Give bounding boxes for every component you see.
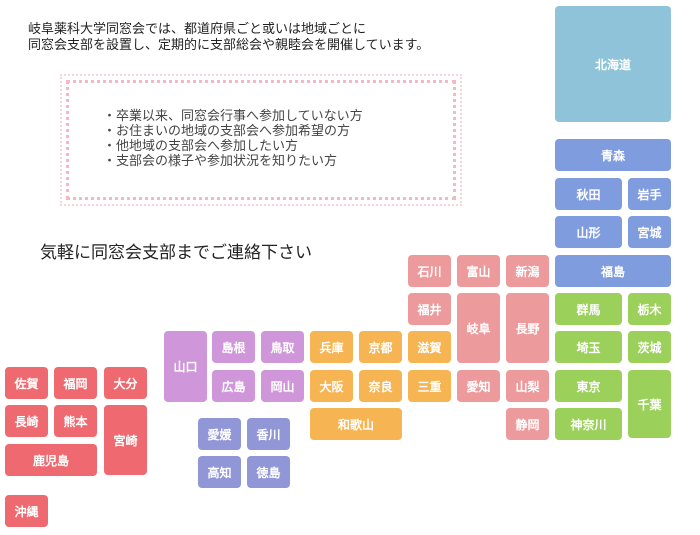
pref-ehime[interactable]: 愛媛 — [198, 418, 241, 450]
pref-miyagi[interactable]: 宮城 — [628, 216, 671, 248]
pref-miyazaki[interactable]: 宮崎 — [104, 405, 147, 475]
pref-kagawa[interactable]: 香川 — [247, 418, 290, 450]
intro-text: 岐阜薬科大学同窓会では、都道府県ごと或いは地域ごとに 同窓会支部を設置し、定期的… — [28, 22, 429, 54]
pref-hiroshima[interactable]: 広島 — [212, 370, 255, 402]
pref-yamanashi[interactable]: 山梨 — [506, 370, 549, 402]
pref-yamaguchi[interactable]: 山口 — [164, 331, 207, 402]
contact-callout: 気軽に同窓会支部までご連絡下さい — [40, 243, 312, 263]
notice-item: 他地域の支部会へ参加したい方 — [103, 139, 363, 154]
pref-akita[interactable]: 秋田 — [555, 178, 622, 210]
pref-kochi[interactable]: 高知 — [198, 456, 241, 488]
pref-saitama[interactable]: 埼玉 — [555, 331, 622, 363]
pref-fukui[interactable]: 福井 — [408, 293, 451, 325]
notice-list: 卒業以来、同窓会行事へ参加していない方 お住まいの地域の支部会へ参加希望の方 他… — [103, 109, 363, 169]
pref-okinawa[interactable]: 沖縄 — [5, 495, 48, 527]
pref-mie[interactable]: 三重 — [408, 370, 451, 402]
pref-tokushima[interactable]: 徳島 — [247, 456, 290, 488]
pref-fukuoka[interactable]: 福岡 — [54, 367, 97, 399]
pref-kumamoto[interactable]: 熊本 — [54, 405, 97, 437]
pref-aomori[interactable]: 青森 — [555, 139, 671, 171]
pref-iwate[interactable]: 岩手 — [628, 178, 671, 210]
pref-fukushima[interactable]: 福島 — [555, 255, 671, 287]
intro-line-1: 岐阜薬科大学同窓会では、都道府県ごと或いは地域ごとに — [28, 22, 367, 37]
notice-box: 卒業以来、同窓会行事へ参加していない方 お住まいの地域の支部会へ参加希望の方 他… — [60, 74, 462, 206]
pref-osaka[interactable]: 大阪 — [310, 370, 353, 402]
pref-ibaraki[interactable]: 茨城 — [628, 331, 671, 363]
pref-gunma[interactable]: 群馬 — [555, 293, 622, 325]
pref-chiba[interactable]: 千葉 — [628, 370, 671, 438]
notice-item: 支部会の様子や参加状況を知りたい方 — [103, 154, 363, 169]
pref-nagasaki[interactable]: 長崎 — [5, 405, 48, 437]
pref-oita[interactable]: 大分 — [104, 367, 147, 399]
intro-line-2: 同窓会支部を設置し、定期的に支部総会や親睦会を開催しています。 — [28, 38, 430, 53]
pref-ishikawa[interactable]: 石川 — [408, 255, 451, 287]
notice-item: 卒業以来、同窓会行事へ参加していない方 — [103, 109, 363, 124]
pref-okayama[interactable]: 岡山 — [261, 370, 304, 402]
pref-wakayama[interactable]: 和歌山 — [310, 408, 402, 440]
pref-gifu[interactable]: 岐阜 — [457, 293, 500, 363]
pref-hyogo[interactable]: 兵庫 — [310, 331, 353, 363]
pref-saga[interactable]: 佐賀 — [5, 367, 48, 399]
notice-item: お住まいの地域の支部会へ参加希望の方 — [103, 124, 363, 139]
pref-nagano[interactable]: 長野 — [506, 293, 549, 363]
pref-shiga[interactable]: 滋賀 — [408, 331, 451, 363]
pref-kagoshima[interactable]: 鹿児島 — [5, 444, 97, 476]
pref-tottori[interactable]: 鳥取 — [261, 331, 304, 363]
pref-shizuoka[interactable]: 静岡 — [506, 408, 549, 440]
pref-aichi[interactable]: 愛知 — [457, 370, 500, 402]
pref-shimane[interactable]: 島根 — [212, 331, 255, 363]
pref-tokyo[interactable]: 東京 — [555, 370, 622, 402]
pref-kyoto[interactable]: 京都 — [359, 331, 402, 363]
pref-nara[interactable]: 奈良 — [359, 370, 402, 402]
pref-kanagawa[interactable]: 神奈川 — [555, 408, 622, 440]
pref-tochigi[interactable]: 栃木 — [628, 293, 671, 325]
pref-hokkaido[interactable]: 北海道 — [555, 6, 671, 122]
pref-yamagata[interactable]: 山形 — [555, 216, 622, 248]
pref-niigata[interactable]: 新潟 — [506, 255, 549, 287]
pref-toyama[interactable]: 富山 — [457, 255, 500, 287]
